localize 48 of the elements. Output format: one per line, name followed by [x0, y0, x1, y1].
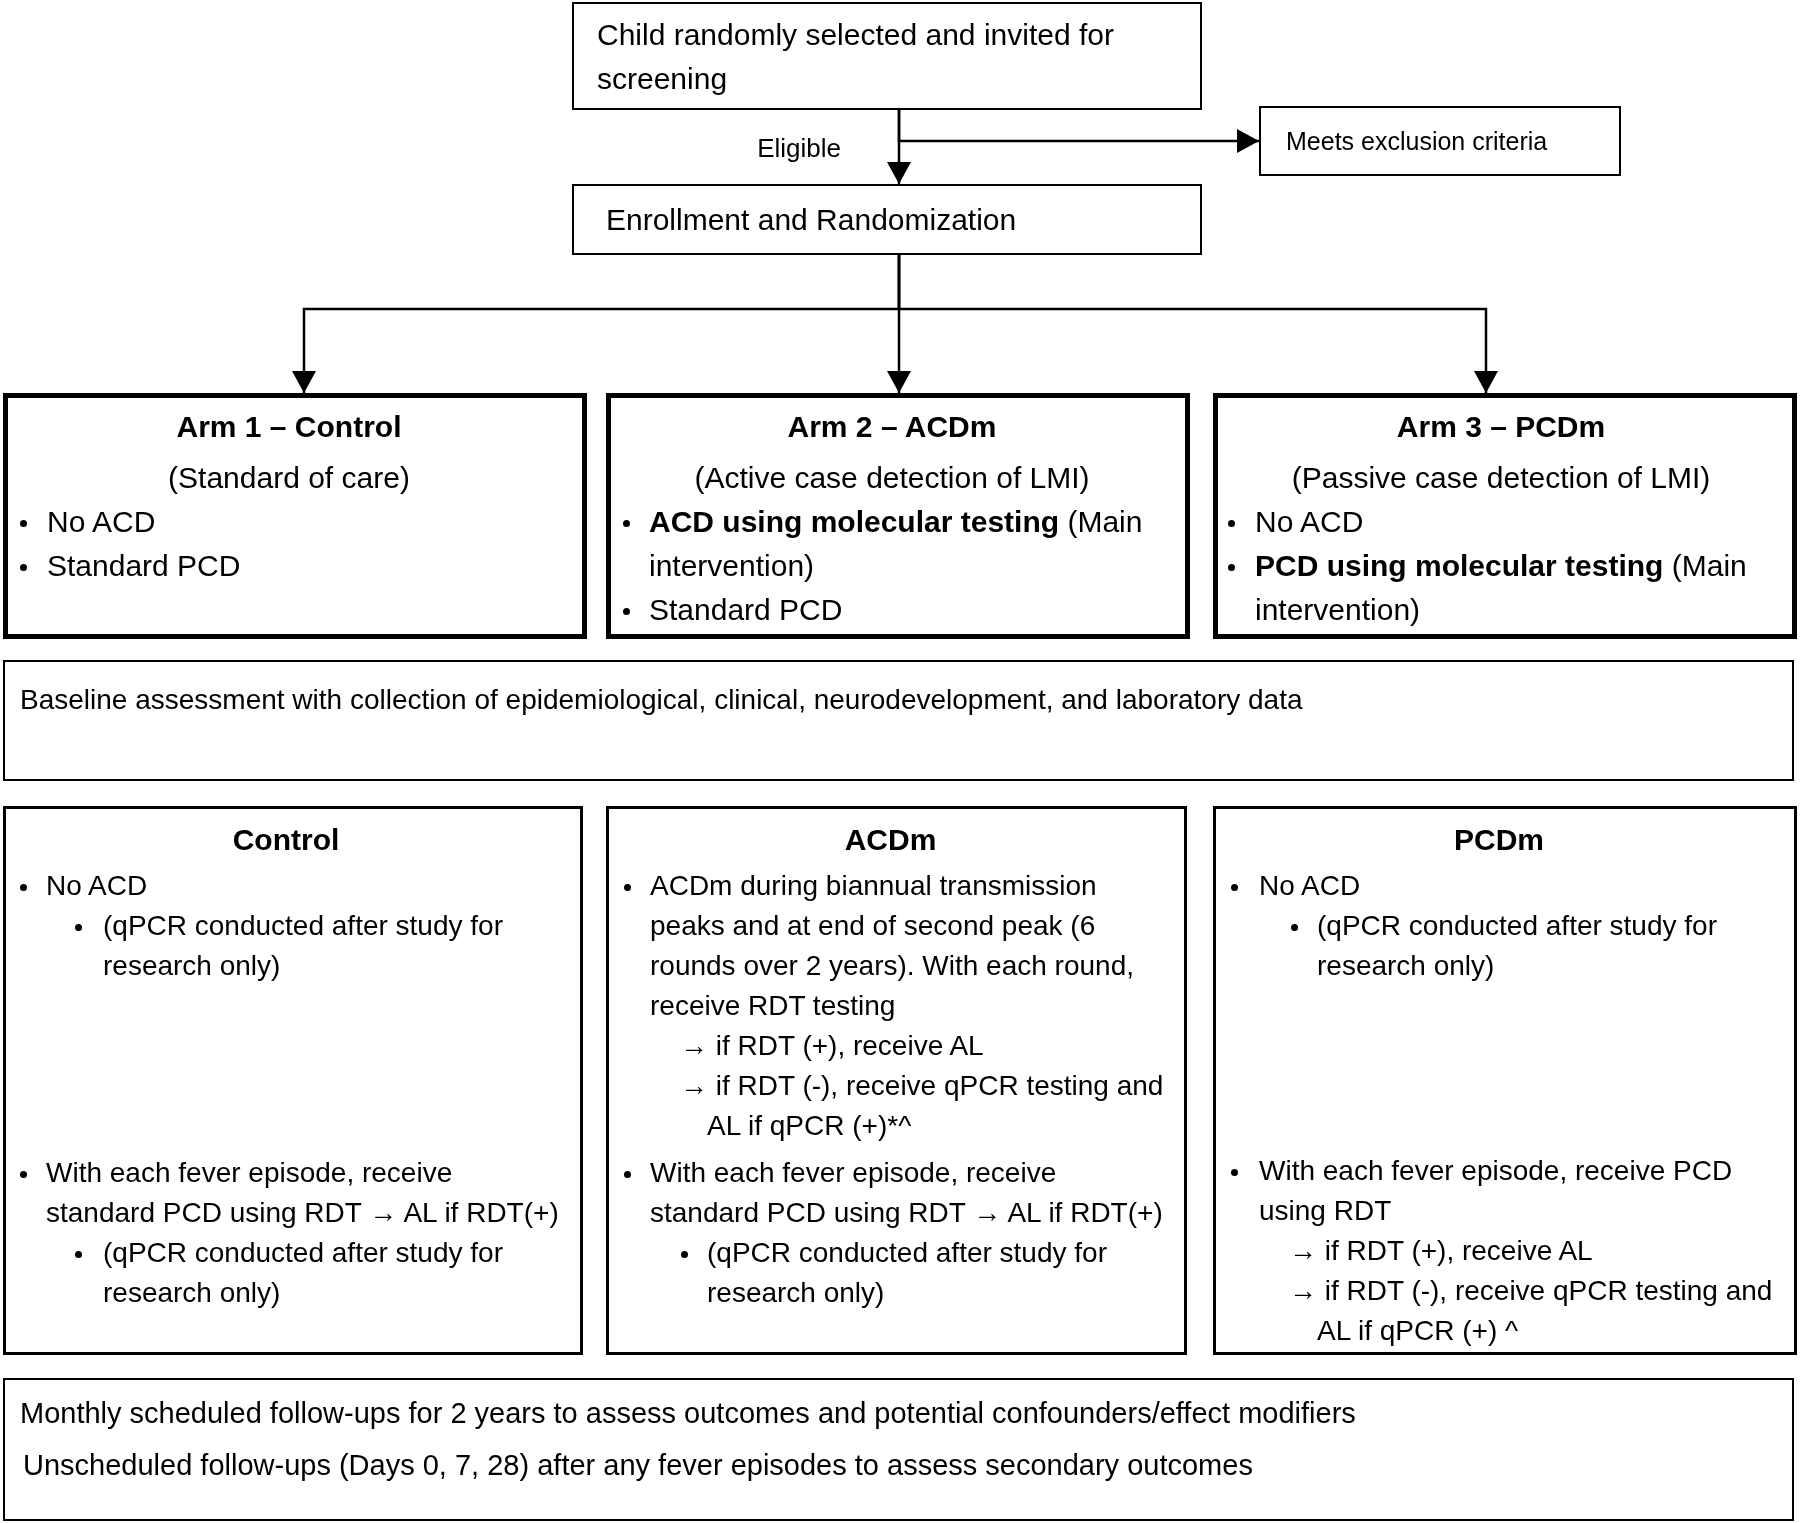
sub-bullet-text: (qPCR conducted after study for research only): [103, 909, 504, 983]
bullet-text: With each fever episode, receive standard PCD using RDT → AL if RDT(+): [650, 1156, 1164, 1230]
bullet-text: PCD using molecular testing (Main intervention): [1255, 548, 1748, 628]
sub-bullet-text: (qPCR conducted after study for research only): [1317, 909, 1718, 983]
process-box: [572, 184, 1202, 255]
arrow-step-text: → if RDT (+), receive AL: [1289, 1234, 1593, 1268]
arrow-step-text: → if RDT (-), receive qPCR testing and AL if qPCR (+) ^: [1289, 1274, 1774, 1348]
heading: ACDm: [844, 822, 937, 858]
subheading: (Active case detection of LMI): [694, 460, 1090, 496]
node-text: Meets exclusion criteria: [1286, 126, 1548, 157]
bullet-text: ACD using molecular testing (Main intervention): [649, 504, 1144, 584]
arm-box: [1213, 393, 1797, 639]
arm-box: [3, 393, 587, 639]
heading: PCDm: [1454, 822, 1544, 858]
bullet-text: With each fever episode, receive standard PCD using RDT → AL if RDT(+): [46, 1156, 560, 1230]
process-box: [572, 2, 1202, 110]
bullet-text: No ACD: [1259, 869, 1361, 903]
bullet-text: ACDm during biannual transmission peaks and at end of second peak (6 rounds over 2 years). With each round, receive RDT testing: [650, 869, 1135, 1023]
bullet-text: No ACD: [1255, 504, 1364, 540]
sub-bullet-text: (qPCR conducted after study for research only): [103, 1236, 504, 1310]
connector-arrow: [887, 110, 911, 184]
process-box: [1259, 106, 1621, 176]
bullet-text: With each fever episode, receive PCD using RDT: [1259, 1154, 1734, 1228]
sub-bullet-text: (qPCR conducted after study for research only): [707, 1236, 1108, 1310]
heading: Control: [232, 822, 340, 858]
node-text: Unscheduled follow-ups (Days 0, 7, 28) after any fever episodes to assess secondary outcomes: [23, 1448, 1253, 1483]
connector-arrow: [897, 255, 1498, 393]
arm-detail-box: [606, 806, 1187, 1355]
bullet-text: No ACD: [47, 504, 156, 540]
heading: Arm 2 – ACDm: [787, 409, 997, 445]
arm-box: [606, 393, 1190, 639]
arm-detail-box: [1213, 806, 1797, 1355]
subheading: (Passive case detection of LMI): [1291, 460, 1711, 496]
arrow-step-text: → if RDT (+), receive AL: [680, 1029, 984, 1063]
bullet-text: Standard PCD: [649, 592, 843, 628]
bullet-text: No ACD: [46, 869, 148, 903]
node-text: Monthly scheduled follow-ups for 2 years to assess outcomes and potential confounders/effect modifiers: [20, 1396, 1356, 1431]
assessment-box: [3, 660, 1794, 781]
node-text: Child randomly selected and invited for screening: [597, 17, 1115, 97]
node-text: Enrollment and Randomization: [606, 201, 1017, 238]
subheading: (Standard of care): [168, 460, 410, 496]
arrow-step-text: → if RDT (-), receive qPCR testing and AL if qPCR (+)*^: [680, 1069, 1165, 1143]
heading: Arm 1 – Control: [176, 409, 402, 445]
node-text: Baseline assessment with collection of epidemiological, clinical, neurodevelopment, and laboratory data: [20, 683, 1303, 717]
follow-up-box: [3, 1378, 1794, 1521]
arm-detail-box: [3, 806, 583, 1355]
bullet-text: Standard PCD: [47, 548, 241, 584]
heading: Arm 3 – PCDm: [1396, 409, 1606, 445]
